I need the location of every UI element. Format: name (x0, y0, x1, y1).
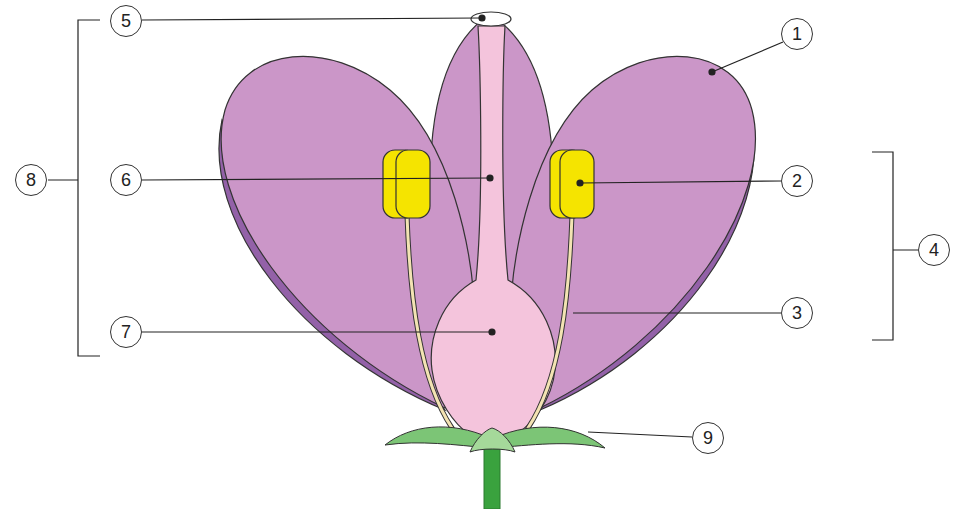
callout-number: 9 (692, 422, 724, 454)
leader-dot (489, 329, 495, 335)
anther (560, 150, 594, 218)
stigma (471, 12, 511, 26)
pistil (431, 26, 555, 435)
callout-number: 4 (918, 234, 950, 266)
sepal (470, 428, 515, 452)
filament-outline (407, 215, 452, 428)
callout-number: 6 (110, 164, 142, 196)
callout-number: 7 (110, 316, 142, 348)
leader-line (142, 331, 492, 332)
leader-line (142, 18, 480, 20)
bracket (48, 20, 100, 356)
filament-outline (528, 215, 572, 428)
leader-line (142, 178, 490, 180)
callout-number: 3 (781, 297, 813, 329)
leader-dot (709, 69, 715, 75)
leader-line (712, 42, 783, 72)
leader-dot (479, 15, 485, 21)
leader-lines (142, 15, 783, 437)
leader-line (580, 181, 781, 183)
leader-dot (577, 180, 583, 186)
callout-number: 8 (15, 164, 47, 196)
stem (484, 440, 500, 509)
leader-line (573, 312, 781, 313)
callout-number: 1 (781, 18, 813, 50)
anther (396, 150, 430, 218)
callout-number: 2 (781, 165, 813, 197)
filament (528, 215, 572, 428)
leader-dot (487, 175, 493, 181)
bracket (872, 152, 918, 340)
callout-number: 5 (110, 5, 142, 37)
filament (407, 215, 452, 428)
leader-line (588, 432, 692, 437)
